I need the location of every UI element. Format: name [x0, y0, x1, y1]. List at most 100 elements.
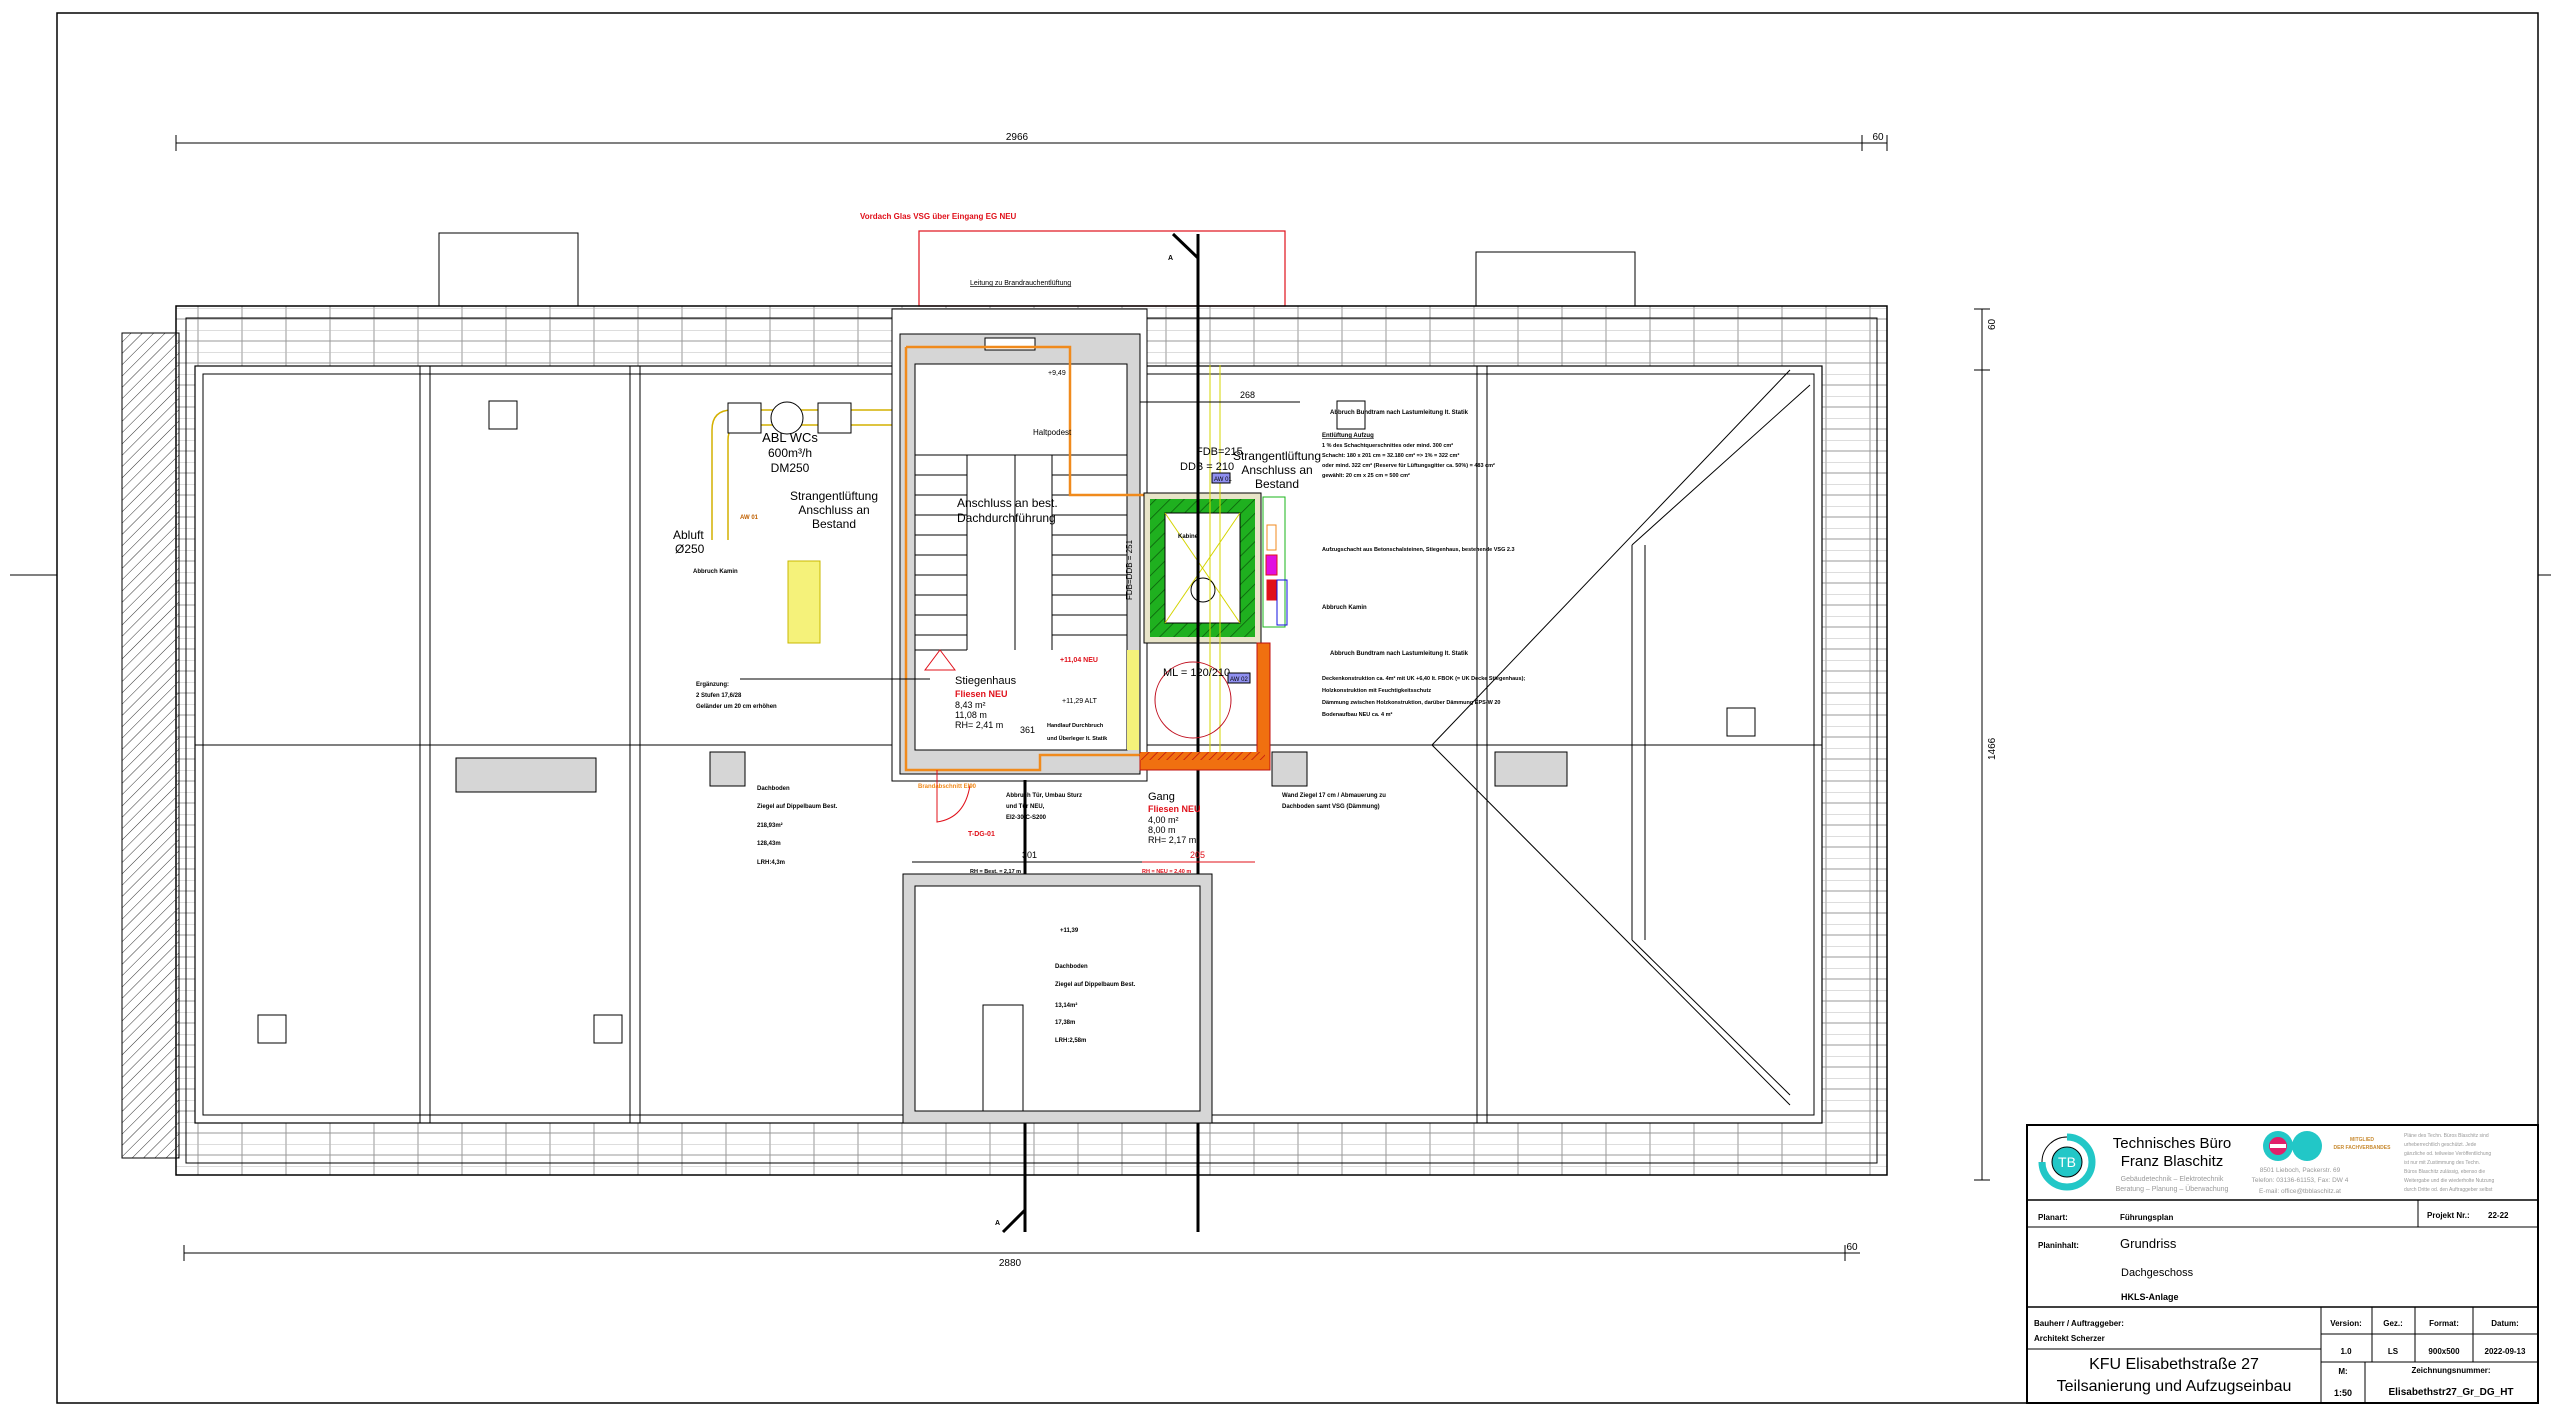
dimension-label: 268	[1240, 390, 1255, 400]
company-name: Technisches Büro	[2113, 1135, 2231, 1152]
chimney-markers	[257, 400, 1756, 1044]
drawing-text: Abbruch Kamin	[693, 569, 738, 575]
drawing-text: oder mind. 322 cm² (Reserve für Lüftungs…	[1322, 462, 1495, 469]
elevator-door-label: ML = 120/210	[1163, 667, 1230, 679]
door-note: Abbruch Tür, Umbau Sturz und Tür NEU, EI…	[1006, 793, 1082, 821]
planart-value: Führungsplan	[2120, 1213, 2173, 1222]
drawing-text: 60	[1846, 1242, 1858, 1253]
light-yellow-wall	[1127, 650, 1139, 750]
drawn-label: Gez.:	[2383, 1319, 2403, 1328]
company-logo: TB	[2038, 1133, 2096, 1191]
drawing-text: und Tür NEU,	[1006, 804, 1045, 810]
drawing-number-label: Zeichnungsnummer:	[2411, 1366, 2490, 1375]
attic-lower-label: +11,39 Dachboden Ziegel auf Dippelbaum B…	[1055, 928, 1136, 1044]
aw02-tag	[1227, 672, 1251, 684]
drawing-text: Pläne des Techn. Büros Blaschitz sind	[2404, 1133, 2489, 1139]
drawing-text: Strangentlüftung	[1233, 449, 1321, 463]
dimension-label: 60	[1872, 132, 1884, 143]
client-label: Bauherr / Auftraggeber:	[2034, 1319, 2124, 1328]
enlargement-note: Ergänzung: 2 Stufen 17,6/28 Geländer um …	[696, 682, 777, 710]
company-name: Franz Blaschitz	[2121, 1153, 2224, 1170]
drawing-text: 17,38m	[1055, 1020, 1075, 1026]
drawing-text: Abbruch Tür, Umbau Sturz	[1006, 793, 1082, 799]
drawing-number-value: Elisabethstr27_Gr_DG_HT	[2388, 1387, 2513, 1398]
drawing-text: 128,43m	[757, 841, 781, 847]
drawing-text: EI2-30-C-S200	[1006, 815, 1047, 821]
date-value: 2022-09-13	[2485, 1347, 2526, 1356]
drawing-text: Büros Blaschitz zulässig, ebenso die	[2404, 1169, 2485, 1175]
firewall-hatch	[121, 332, 180, 1159]
drawing-text: 60	[1987, 318, 1998, 330]
drawing-text: ABL WCs	[762, 430, 818, 445]
drawing-text: 8,43 m²	[955, 700, 986, 710]
drawing-text: 600m³/h	[768, 446, 812, 460]
drawing-text: Strangentlüftung	[790, 489, 878, 503]
drawing-text: Stiegenhaus	[955, 675, 1017, 687]
drawing-text: Anschluss an	[1241, 463, 1312, 477]
dimension-right: 60 1466	[1974, 308, 1998, 1181]
company-sub: Beratung – Planung – Überwachung	[2116, 1185, 2229, 1193]
member-logos	[2263, 1131, 2322, 1161]
ventilation-label: ABL WCs 600m³/h DM250	[762, 430, 818, 475]
drawing-text: Ziegel auf Dippelbaum Best.	[1055, 982, 1136, 988]
drawing-text: Gang	[1148, 791, 1175, 803]
section-line-arrow	[1001, 1208, 1027, 1234]
planinhalt-value: Grundriss	[2120, 1236, 2177, 1251]
drawing-text: 13,14m²	[1055, 1002, 1077, 1009]
drawing-text: gänzliche od. teilweise Veröffentlichung	[2404, 1151, 2491, 1157]
drawing-text: Handlauf Durchbruch	[1047, 723, 1104, 729]
new-wall-hatch	[1140, 752, 1265, 760]
planinhalt-value: HKLS-Anlage	[2121, 1292, 2179, 1302]
drawing-text: LRH:2,58m	[1055, 1038, 1086, 1044]
drawing-text: TB	[2058, 1154, 2076, 1170]
drawing-text: Dachdurchführung	[957, 511, 1056, 525]
drawing-text: Abbruch Bundtram nach Lastumleitung lt. …	[1330, 651, 1469, 657]
date-label: Datum:	[2491, 1319, 2519, 1328]
sheet-frame	[56, 12, 2539, 1404]
fdb-ddb-side: FDB=DDB = 251	[1125, 539, 1134, 600]
right-notes: Abbruch Bundtram nach Lastumleitung lt. …	[1322, 410, 1525, 718]
dimension-bottom: 2880 60	[183, 1242, 1860, 1269]
drawing-text: Fliesen NEU	[955, 689, 1008, 699]
lower-room	[902, 873, 1213, 1124]
rh-existing: RH = Best. = 2,17 m	[970, 869, 1021, 875]
dimension-label: 301	[1022, 850, 1037, 860]
company-phone: Telefon: 03136-61153, Fax: DW 4	[2252, 1177, 2349, 1184]
drawing-text: Abbruch Kamin	[1322, 605, 1367, 611]
drawing-text: RH= 2,17 m	[1148, 835, 1196, 845]
drawing-text: Schacht: 180 x 201 cm = 32.180 cm² => 1%…	[1322, 452, 1459, 459]
dimension-top: 2966 60	[175, 132, 1888, 151]
member-badge: MITGLIED	[2350, 1137, 2374, 1143]
drawing-text: Dachboden samt VSG (Dämmung)	[1282, 804, 1380, 810]
strang-label-right: Strangentlüftung Anschluss an Bestand	[1233, 449, 1321, 491]
canopy-outline	[918, 230, 1286, 307]
breakthrough-note: Handlauf Durchbruch und Überleger lt. St…	[1047, 723, 1108, 742]
format-value: 900x500	[2428, 1347, 2460, 1356]
drawing-text: 1 % des Schachtquerschnittes oder mind. …	[1322, 442, 1453, 449]
fire-section-label: Brandabschnitt EI90	[918, 784, 977, 790]
stairwell-room-label: Stiegenhaus Fliesen NEU 8,43 m² 11,08 m …	[955, 675, 1017, 730]
section-mark: A	[1168, 255, 1173, 262]
project-number-value: 22-22	[2488, 1211, 2509, 1220]
exhaust-label: Abluft Ø250 Abbruch Kamin	[673, 528, 738, 575]
landing-label: Haltpodest	[1033, 428, 1072, 437]
drawing-text: gewählt: 20 cm x 25 cm = 500 cm²	[1322, 472, 1410, 479]
door-swing	[1154, 661, 1232, 739]
cabin-label: Kabine	[1178, 534, 1199, 540]
drawing-text: Dachboden	[1055, 964, 1088, 970]
drawing-text: Bestand	[812, 517, 856, 531]
drawing-text: und Überleger lt. Statik	[1047, 735, 1108, 742]
drawing-text: Bodenaufbau NEU ca. 4 m²	[1322, 711, 1392, 718]
structural-lines	[195, 366, 1822, 1123]
planinhalt-label: Planinhalt:	[2038, 1241, 2079, 1250]
dimension-label: 2966	[1006, 132, 1029, 143]
drawing-text: Dämmung zwischen Holzkonstruktion, darüb…	[1322, 700, 1500, 706]
fire-section-line	[904, 345, 1150, 772]
drawing-text: Anschluss an best.	[957, 496, 1058, 510]
drawing-text: 2 Stufen 17,6/28	[696, 693, 742, 699]
drawing-text: 8,00 m	[1148, 825, 1176, 835]
title-block: TB Technisches Büro Franz Blaschitz Gebä…	[2026, 1124, 2539, 1404]
drawing-text: durch Dritte od. den Auftraggeber selbst	[2404, 1187, 2493, 1193]
roof-penetration-label: Anschluss an best. Dachdurchführung	[957, 496, 1058, 525]
